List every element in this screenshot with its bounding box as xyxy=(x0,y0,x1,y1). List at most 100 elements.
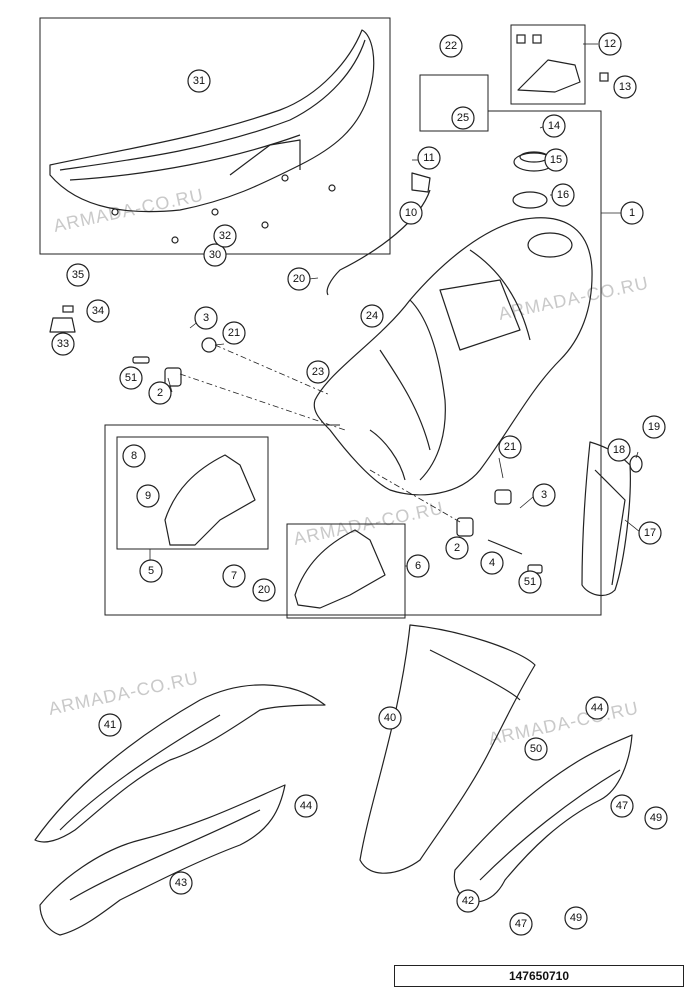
svg-text:9: 9 xyxy=(145,490,151,502)
svg-text:5: 5 xyxy=(148,565,154,577)
callout-25: 25 xyxy=(451,106,475,130)
callout-31: 31 xyxy=(187,69,211,93)
svg-text:8: 8 xyxy=(131,450,137,462)
fuel-tank xyxy=(313,217,593,496)
svg-text:51: 51 xyxy=(125,372,137,384)
svg-text:40: 40 xyxy=(384,712,396,724)
callout-20: 20 xyxy=(287,267,311,291)
seat xyxy=(49,29,375,244)
svg-text:31: 31 xyxy=(193,75,205,87)
svg-text:16: 16 xyxy=(557,189,569,201)
callout-51: 51 xyxy=(518,570,542,594)
callout-32: 32 xyxy=(213,224,237,248)
callout-22: 22 xyxy=(439,34,463,58)
svg-text:10: 10 xyxy=(405,207,417,219)
document-number: 147650710 xyxy=(394,965,684,987)
callout-10: 10 xyxy=(399,201,423,225)
rubber-bushing xyxy=(201,337,217,353)
svg-text:7: 7 xyxy=(231,570,237,582)
callout-51: 51 xyxy=(119,366,143,390)
callout-15: 15 xyxy=(544,148,568,172)
svg-text:24: 24 xyxy=(366,310,378,322)
svg-text:20: 20 xyxy=(258,584,270,596)
svg-text:44: 44 xyxy=(300,800,312,812)
callout-42: 42 xyxy=(456,889,480,913)
svg-text:47: 47 xyxy=(515,918,527,930)
reference-line xyxy=(369,469,461,523)
callout-47: 47 xyxy=(509,912,533,936)
key-2 xyxy=(532,34,542,44)
svg-text:13: 13 xyxy=(619,81,631,93)
callout-14: 14 xyxy=(542,114,566,138)
callout-44: 44 xyxy=(294,794,318,818)
callout-41: 41 xyxy=(98,713,122,737)
callout-43: 43 xyxy=(169,871,193,895)
callout-20: 20 xyxy=(252,578,276,602)
svg-text:30: 30 xyxy=(209,249,221,261)
side-cover-right-lower xyxy=(453,734,633,903)
lock-cover xyxy=(517,59,581,93)
bolt-left xyxy=(132,356,150,364)
callout-7: 7 xyxy=(222,564,246,588)
callout-2: 2 xyxy=(445,536,469,560)
svg-text:12: 12 xyxy=(604,38,616,50)
key-1 xyxy=(516,34,526,44)
sleeve xyxy=(487,539,523,555)
side-cover-left-upper xyxy=(34,684,326,843)
tank-spoiler-right xyxy=(581,441,643,597)
item-6-frame xyxy=(286,523,406,619)
bracket-right xyxy=(294,529,386,609)
item-5-frame xyxy=(116,436,269,550)
svg-text:15: 15 xyxy=(550,154,562,166)
callout-16: 16 xyxy=(551,183,575,207)
callout-23: 23 xyxy=(306,360,330,384)
callout-13: 13 xyxy=(613,75,637,99)
svg-text:49: 49 xyxy=(570,912,582,924)
rubber-bushing-right xyxy=(494,489,512,505)
callout-49: 49 xyxy=(564,906,588,930)
callout-12: 12 xyxy=(598,32,622,56)
callout-3: 3 xyxy=(194,306,218,330)
watermark-text: ARMADA-CO.RU xyxy=(47,668,201,719)
svg-text:44: 44 xyxy=(591,702,603,714)
key-3 xyxy=(599,72,609,82)
svg-text:34: 34 xyxy=(92,305,104,317)
callout-19: 19 xyxy=(642,415,666,439)
spacer-left xyxy=(164,367,182,387)
callout-21: 21 xyxy=(498,435,522,459)
callout-2: 2 xyxy=(148,381,172,405)
svg-text:21: 21 xyxy=(228,327,240,339)
callout-1: 1 xyxy=(620,201,644,225)
callout-47: 47 xyxy=(610,794,634,818)
svg-text:33: 33 xyxy=(57,338,69,350)
svg-text:35: 35 xyxy=(72,269,84,281)
callout-6: 6 xyxy=(406,554,430,578)
callout-9: 9 xyxy=(136,484,160,508)
callout-21: 21 xyxy=(222,321,246,345)
svg-text:4: 4 xyxy=(489,557,495,569)
hose-clip xyxy=(411,172,431,193)
svg-text:18: 18 xyxy=(613,444,625,456)
callout-33: 33 xyxy=(51,332,75,356)
tank-group-frame xyxy=(104,110,602,616)
callout-4: 4 xyxy=(480,551,504,575)
callout-49: 49 xyxy=(644,806,668,830)
bracket-left xyxy=(164,454,256,546)
svg-text:47: 47 xyxy=(616,800,628,812)
svg-text:41: 41 xyxy=(104,719,116,731)
callout-40: 40 xyxy=(378,706,402,730)
item-12-frame xyxy=(510,24,586,105)
svg-text:50: 50 xyxy=(530,743,542,755)
svg-text:25: 25 xyxy=(457,112,469,124)
svg-text:14: 14 xyxy=(548,120,560,132)
callout-44: 44 xyxy=(585,696,609,720)
side-cover-right-upper xyxy=(359,624,536,874)
svg-text:2: 2 xyxy=(454,542,460,554)
svg-text:51: 51 xyxy=(524,576,536,588)
callout-18: 18 xyxy=(607,438,631,462)
svg-text:3: 3 xyxy=(203,312,209,324)
callout-24: 24 xyxy=(360,304,384,328)
svg-text:42: 42 xyxy=(462,895,474,907)
callout-3: 3 xyxy=(532,483,556,507)
screw-34 xyxy=(62,305,74,313)
